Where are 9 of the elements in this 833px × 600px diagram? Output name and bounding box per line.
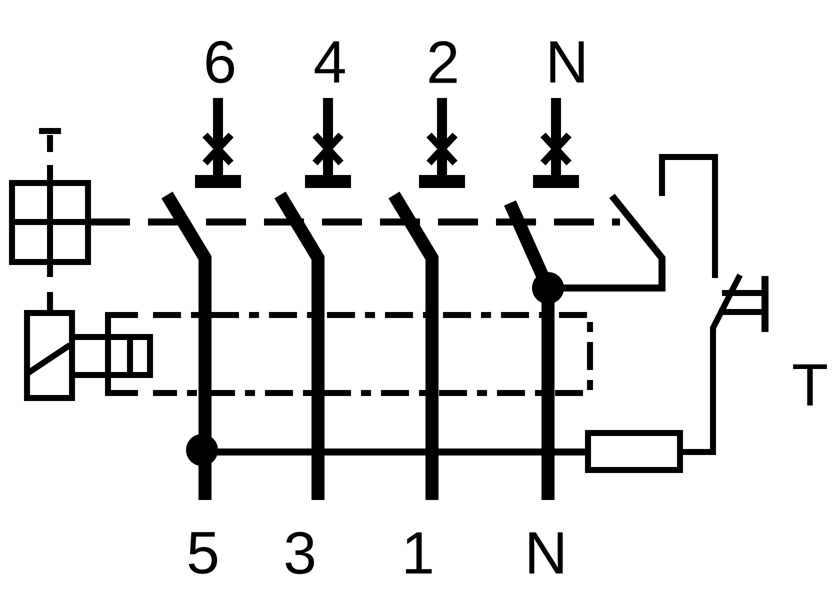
terminal-label: 5: [188, 532, 218, 574]
terminal-label: N: [550, 41, 584, 83]
terminal-label: N: [529, 532, 563, 574]
terminal-label: 4: [314, 41, 345, 83]
terminal-label: 2: [429, 41, 457, 83]
terminal-label: 3: [286, 532, 314, 574]
terminal-label: 6: [206, 40, 234, 84]
terminal-label: 1: [406, 532, 432, 574]
test-label: T: [793, 364, 827, 406]
